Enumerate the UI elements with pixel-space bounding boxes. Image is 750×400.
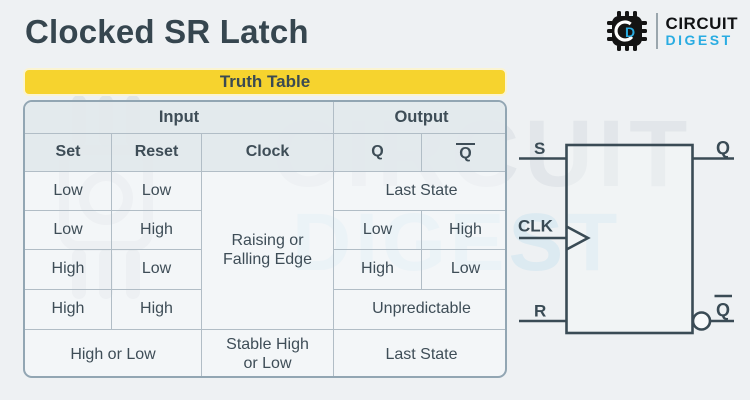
truth-table-banner: Truth Table bbox=[23, 68, 507, 96]
q-bar-label: Q bbox=[456, 143, 475, 162]
cell-qbar-r3: Low bbox=[422, 250, 505, 290]
cell-qbar-r2: High bbox=[422, 211, 505, 250]
header-clock: Clock bbox=[202, 134, 334, 172]
cell-set-r1: Low bbox=[25, 172, 112, 211]
cell-output-r1: Last State bbox=[334, 172, 505, 211]
r-label: R bbox=[534, 302, 546, 321]
header-set: Set bbox=[25, 134, 112, 172]
cell-set-r3: High bbox=[25, 250, 112, 290]
sr-latch-diagram: S CLK R Q Q bbox=[518, 138, 734, 335]
cell-reset-r2: High bbox=[112, 211, 202, 250]
header-output-group: Output bbox=[334, 102, 505, 134]
cell-set-r2: Low bbox=[25, 211, 112, 250]
header-q-bar: Q bbox=[422, 134, 505, 172]
inversion-bubble-icon bbox=[691, 311, 712, 331]
chip-logo-icon: D bbox=[606, 11, 647, 51]
chip-logo-letter: D bbox=[624, 24, 634, 40]
cell-output-r4: Unpredictable bbox=[334, 290, 505, 330]
cell-reset-r4: High bbox=[112, 290, 202, 330]
header-q: Q bbox=[334, 134, 422, 172]
cell-q-r2: Low bbox=[334, 211, 422, 250]
cell-reset-r3: Low bbox=[112, 250, 202, 290]
s-label: S bbox=[534, 139, 545, 158]
clk-label: CLK bbox=[518, 217, 554, 236]
clock-stable-label: Stable High or Low bbox=[226, 336, 309, 372]
brand-name-digest: DIGEST bbox=[665, 31, 733, 48]
q-label: Q bbox=[716, 138, 730, 158]
cell-output-r5: Last State bbox=[385, 345, 458, 363]
header-reset: Reset bbox=[112, 134, 202, 172]
cell-clock-edge: Raising or Falling Edge bbox=[202, 172, 334, 330]
clock-edge-label: Raising or Falling Edge bbox=[223, 231, 312, 268]
cell-set-reset-r5: High or Low bbox=[25, 330, 202, 376]
truth-table: Input Output Set Reset Clock Q Q Low Low… bbox=[23, 100, 507, 378]
cell-reset-r1: Low bbox=[112, 172, 202, 211]
page-title: Clocked SR Latch bbox=[25, 13, 309, 50]
qbar-label: Q bbox=[716, 300, 730, 320]
cell-set-r4: High bbox=[25, 290, 112, 330]
cell-clock-r5: Stable High or Low bbox=[202, 330, 334, 376]
header-input-group: Input bbox=[25, 102, 334, 134]
brand-logo: D CIRCUIT DIGEST bbox=[606, 10, 738, 52]
logo-divider bbox=[655, 13, 658, 49]
cell-q-r3: High bbox=[334, 250, 422, 290]
brand-name-circuit: CIRCUIT bbox=[665, 13, 738, 33]
clock-edge-triangle-icon bbox=[565, 225, 591, 251]
